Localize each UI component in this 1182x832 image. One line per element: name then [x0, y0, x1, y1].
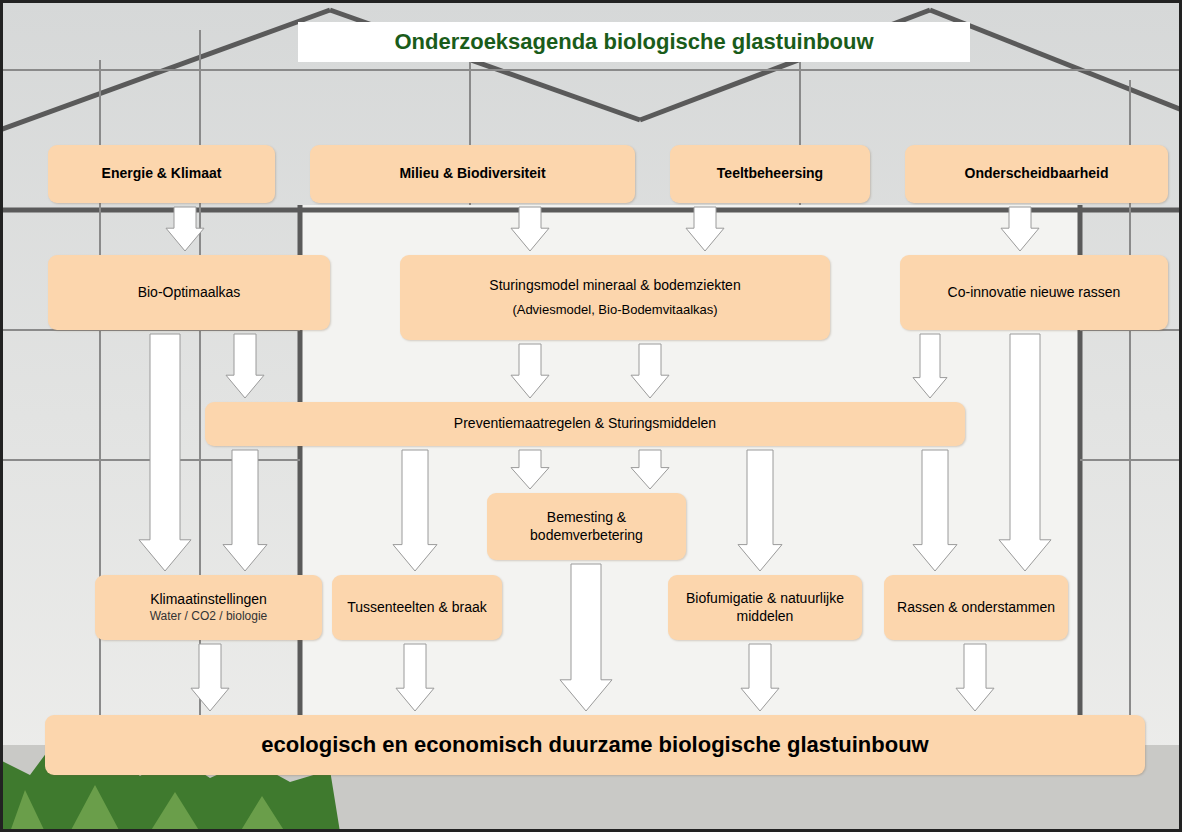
block-arrow: [511, 450, 549, 489]
topic-box: Bemesting & bodemverbetering: [487, 493, 686, 560]
block-arrow: [139, 334, 191, 571]
block-arrow: [396, 644, 434, 711]
block-arrow: [999, 334, 1051, 571]
box-label: Bio-Optimaalkas: [138, 284, 241, 302]
box-label: Onderscheidbaarheid: [965, 165, 1109, 183]
block-arrow: [191, 644, 229, 711]
box-label: Milieu & Biodiversiteit: [399, 165, 545, 183]
block-arrow: [223, 450, 267, 571]
block-arrow: [393, 450, 437, 571]
block-arrow: [913, 450, 957, 571]
theme-box: Energie & Klimaat: [48, 145, 275, 203]
goal-band: ecologisch en economisch duurzame biolog…: [45, 715, 1145, 775]
box-label: Teeltbeheersing: [717, 165, 823, 183]
block-arrow: [1001, 207, 1039, 251]
block-arrow: [560, 564, 612, 711]
block-arrow: [166, 207, 204, 251]
box-label: Energie & Klimaat: [102, 165, 222, 183]
theme-box: Onderscheidbaarheid: [905, 145, 1168, 203]
box-label: Sturingsmodel mineraal & bodemziekten: [489, 277, 740, 295]
block-arrow: [686, 207, 724, 251]
box-label: Co-innovatie nieuwe rassen: [948, 284, 1121, 302]
block-arrow: [741, 644, 779, 711]
box-sublabel: Water / CO2 / biologie: [150, 609, 268, 624]
block-arrow: [511, 344, 549, 398]
box-label: Preventiemaatregelen & Sturingsmiddelen: [454, 415, 716, 433]
block-arrow: [511, 207, 549, 251]
diagram-title: Onderzoeksagenda biologische glastuinbou…: [298, 22, 970, 62]
box-label: ecologisch en economisch duurzame biolog…: [261, 731, 928, 759]
box-label: Biofumigatie & natuurlijke middelen: [678, 590, 852, 625]
box-label: Rassen & onderstammen: [897, 599, 1055, 617]
measures-band: Preventiemaatregelen & Sturingsmiddelen: [205, 402, 965, 446]
block-arrow: [631, 450, 669, 489]
project-box: Co-innovatie nieuwe rassen: [900, 255, 1168, 330]
project-box: Sturingsmodel mineraal & bodemziekten (Ad…: [400, 255, 830, 340]
block-arrow: [738, 450, 782, 571]
project-box: Bio-Optimaalkas: [48, 255, 330, 330]
topic-box: Biofumigatie & natuurlijke middelen: [668, 575, 862, 640]
topic-box: KlimaatinstellingenWater / CO2 / biologi…: [95, 575, 322, 640]
box-label: Bemesting & bodemverbetering: [497, 509, 676, 544]
block-arrow: [226, 334, 264, 398]
block-arrow: [631, 344, 669, 398]
topic-box: Rassen & onderstammen: [884, 575, 1068, 640]
block-arrow: [913, 334, 947, 398]
theme-box: Teeltbeheersing: [670, 145, 870, 203]
topic-box: Tussenteelten & braak: [332, 575, 502, 640]
box-label: Klimaatinstellingen: [150, 591, 267, 609]
theme-box: Milieu & Biodiversiteit: [310, 145, 635, 203]
block-arrow: [956, 644, 994, 711]
box-sublabel: (Adviesmodel, Bio-Bodemvitaalkas): [512, 302, 717, 318]
box-label: Tussenteelten & braak: [347, 599, 487, 617]
